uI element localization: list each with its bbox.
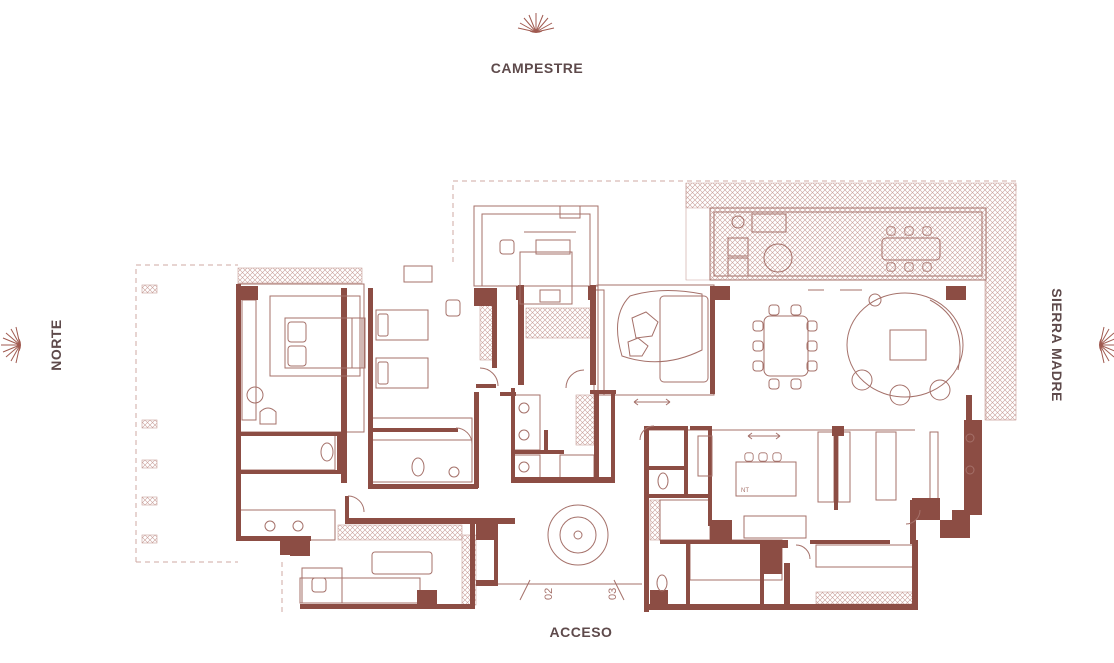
- door-number-03: 03: [607, 588, 619, 600]
- sunburst-icon: [0, 326, 21, 364]
- compass-label-sierra-madre: SIERRA MADRE: [1049, 288, 1065, 402]
- compass-label-norte: NORTE: [48, 319, 64, 371]
- compass-label-acceso: ACCESO: [549, 624, 613, 640]
- sunburst-icon: [1099, 326, 1114, 364]
- furniture: [246, 213, 975, 601]
- walls: [236, 284, 982, 612]
- sunburst-icon: [517, 12, 555, 33]
- door-number-02: 02: [543, 588, 555, 600]
- oven-mark: NT: [741, 488, 749, 494]
- compass-label-campestre: CAMPESTRE: [490, 60, 584, 76]
